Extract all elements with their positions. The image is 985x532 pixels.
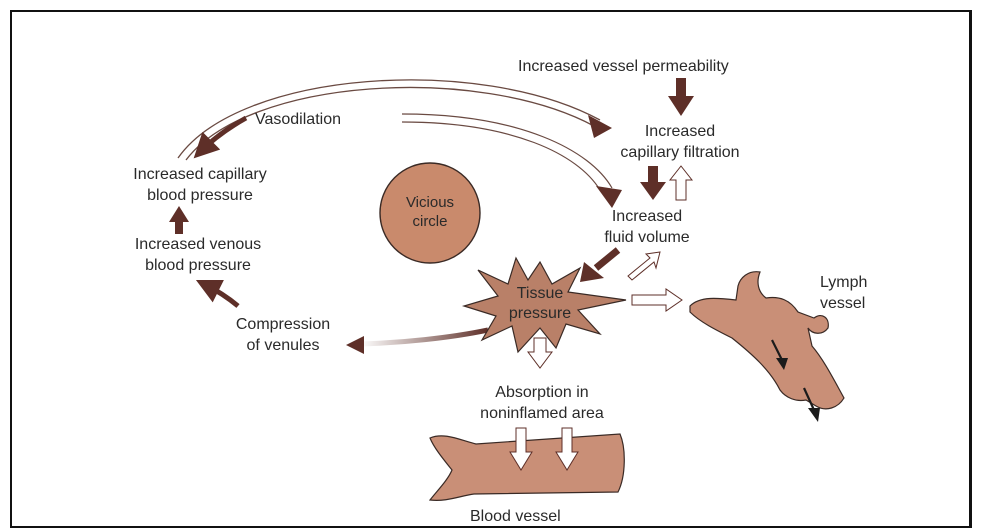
label-increased-capillary-blood-pressure: Increased capillary blood pressure: [120, 164, 280, 206]
label-vicious-circle: Vicious circle: [380, 193, 480, 231]
label-increased-fluid-volume: Increased fluid volume: [572, 206, 722, 248]
arrow-vasodilation-to-capillary-pressure: [200, 118, 246, 152]
blood-vessel-shape: [430, 434, 624, 500]
label-lymph-vessel: Lymph vessel: [820, 272, 867, 314]
arrow-filtration-head: [640, 182, 666, 200]
arrow-fluid-to-tissue: [596, 250, 618, 268]
label-vasodilation: Vasodilation: [255, 109, 341, 130]
label-absorption-in-noninflamed-area: Absorption in noninflamed area: [452, 382, 632, 424]
arrow-tissue-to-compression: [360, 330, 488, 344]
arrow-tissue-to-absorption: [528, 338, 552, 368]
arrow-compression-to-venous: [204, 284, 238, 306]
label-increased-venous-blood-pressure: Increased venous blood pressure: [118, 234, 278, 276]
label-blood-vessel: Blood vessel: [470, 506, 561, 527]
label-increased-vessel-permeability: Increased vessel permeability: [518, 56, 729, 77]
label-compression-of-venules: Compression of venules: [208, 314, 358, 356]
arrow-tissue-up-hollow: [628, 252, 660, 280]
arrow-tissue-to-lymph: [632, 289, 682, 311]
lymph-flow-head-2: [808, 408, 820, 422]
return-arc-inner: [186, 88, 594, 160]
arrow-venous-to-capillary-head: [169, 206, 189, 222]
label-increased-capillary-filtration: Increased capillary filtration: [590, 121, 770, 163]
arrow-venous-to-capillary-shaft: [175, 220, 183, 234]
arrow-filtration-shaft: [648, 166, 658, 184]
arrow-permeability-head: [668, 96, 694, 116]
arrow-permeability-shaft: [676, 78, 686, 98]
arrow-fluid-up-hollow: [670, 166, 692, 200]
label-tissue-pressure: Tissue pressure: [485, 284, 595, 324]
arrow-vasodilation-to-fluid-volume-head: [596, 186, 622, 208]
